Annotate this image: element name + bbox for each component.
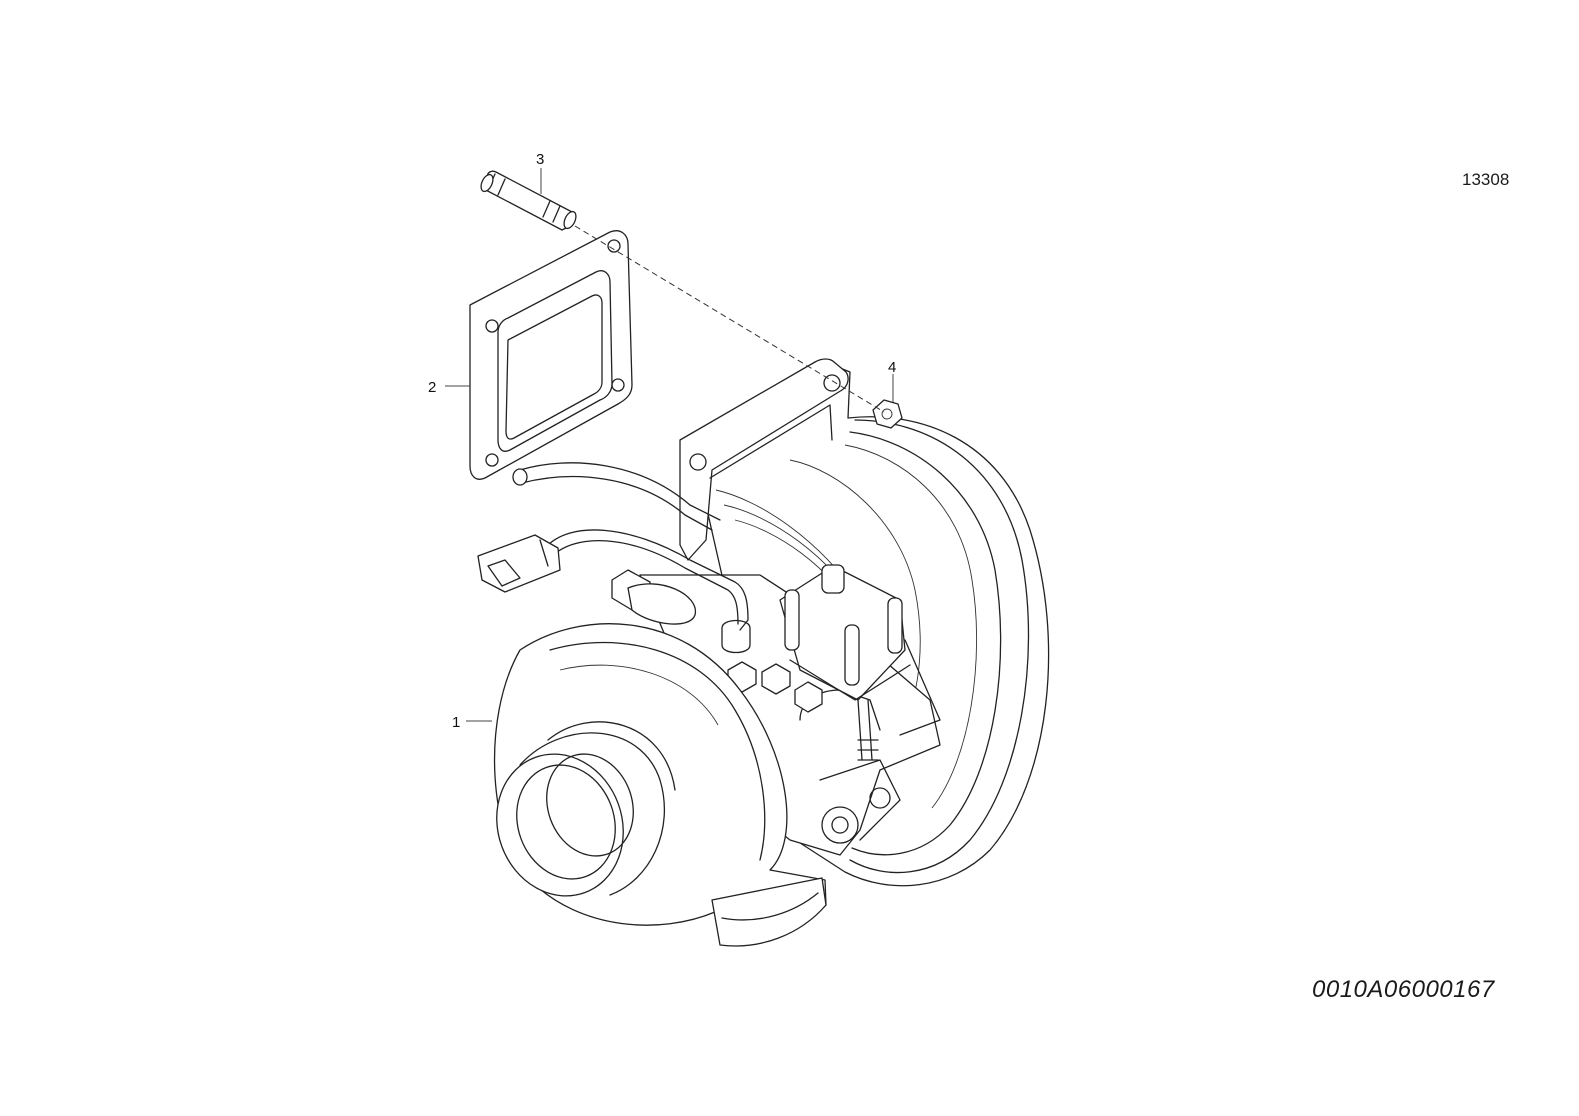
- drawing-code: 0010A06000167: [1312, 976, 1495, 1003]
- part-1-turbocharger: [477, 358, 1050, 947]
- callout-3: 3: [536, 151, 544, 168]
- part-2-gasket: [469, 230, 633, 480]
- callout-2: 2: [428, 379, 436, 396]
- callout-4: 4: [888, 359, 896, 376]
- callout-1: 1: [452, 714, 460, 731]
- part-4-nut: [872, 399, 903, 429]
- assembly-line: [574, 225, 885, 413]
- sheet-number: 13308: [1462, 170, 1510, 189]
- part-3-stud: [480, 170, 577, 231]
